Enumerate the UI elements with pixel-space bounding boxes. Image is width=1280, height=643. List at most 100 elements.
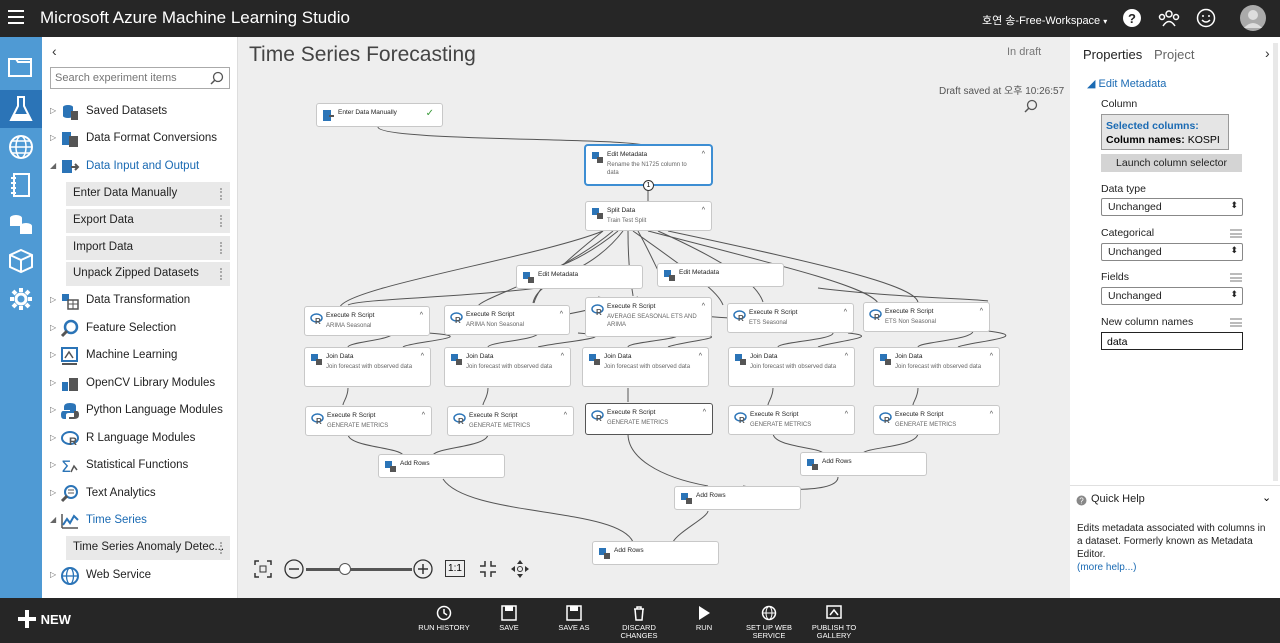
settings-gear-icon[interactable] [0, 280, 42, 318]
parameter-range-icon[interactable] [1230, 273, 1242, 282]
palette-item-time-series[interactable]: ◢ Time Series [42, 508, 237, 534]
palette-subitem-import-data[interactable]: Import Data [66, 236, 230, 260]
palette-item-r-language[interactable]: ▷ R R Language Modules [42, 426, 237, 452]
module-generate-metrics-4[interactable]: R Execute R Script GENERATE METRICS ^ [728, 405, 855, 435]
fields-select[interactable]: Unchanged⬍ [1101, 287, 1243, 305]
palette-subitem-export-data[interactable]: Export Data [66, 209, 230, 233]
drag-grip-icon[interactable] [220, 268, 224, 280]
publish-to-gallery-button[interactable]: PUBLISH TO GALLERY [799, 605, 869, 640]
palette-item-machine-learning[interactable]: ▷ Machine Learning [42, 343, 237, 369]
run-history-button[interactable]: RUN HISTORY [409, 605, 479, 632]
more-help-link[interactable]: (more help...) [1077, 562, 1137, 573]
module-generate-metrics-2[interactable]: R Execute R Script GENERATE METRICS ^ [447, 406, 574, 436]
chevron-down-icon[interactable]: ⌄ [1262, 492, 1272, 504]
collapse-caret-icon[interactable]: ^ [701, 151, 705, 158]
categorical-select[interactable]: Unchanged⬍ [1101, 243, 1243, 261]
module-generate-metrics-1[interactable]: R Execute R Script GENERATE METRICS ^ [305, 406, 432, 436]
module-join-data-3[interactable]: Join Data Join forecast with observed da… [582, 347, 709, 387]
collapse-palette-icon[interactable]: ‹ [52, 43, 57, 59]
drag-grip-icon[interactable] [220, 242, 224, 254]
palette-subitem-unpack-zipped[interactable]: Unpack Zipped Datasets [66, 262, 230, 286]
new-button[interactable]: NEW [17, 609, 71, 629]
experiment-canvas[interactable]: Time Series Forecasting In draft Draft s… [238, 37, 1070, 598]
search-experiment-items-input[interactable] [50, 67, 230, 89]
notebooks-icon[interactable] [0, 166, 42, 204]
zoom-out-icon[interactable] [284, 559, 304, 584]
collapse-caret-icon[interactable]: ^ [989, 353, 993, 360]
workspace-selector[interactable]: 호연 송-Free-Workspace ▾ [982, 15, 1108, 27]
feedback-smiley-icon[interactable] [1196, 8, 1216, 28]
collapse-caret-icon[interactable]: ^ [563, 412, 567, 419]
collapse-caret-icon[interactable]: ^ [844, 411, 848, 418]
tab-properties[interactable]: Properties [1083, 47, 1143, 62]
palette-item-data-transformation[interactable]: ▷ Data Transformation [42, 288, 237, 314]
section-edit-metadata[interactable]: ◢ Edit Metadata [1087, 78, 1167, 90]
zoom-in-icon[interactable] [413, 559, 433, 584]
collapse-caret-icon[interactable]: ^ [560, 353, 564, 360]
palette-subitem-time-series-anomaly[interactable]: Time Series Anomaly Detec... [66, 536, 230, 560]
module-join-data-5[interactable]: Join Data Join forecast with observed da… [873, 347, 1000, 387]
module-enter-data-manually[interactable]: Enter Data Manually ✓ [316, 103, 443, 127]
parameter-range-icon[interactable] [1230, 229, 1242, 238]
module-add-rows-2[interactable]: Add Rows [800, 452, 927, 476]
module-r-arima-seasonal[interactable]: R Execute R Script ARIMA Seasonal ^ [304, 306, 430, 336]
palette-item-data-format-conversions[interactable]: ▷ Data Format Conversions [42, 126, 237, 152]
menu-icon[interactable] [8, 10, 24, 24]
drag-grip-icon[interactable] [220, 215, 224, 227]
collapse-caret-icon[interactable]: ^ [989, 411, 993, 418]
collapse-caret-icon[interactable]: ^ [419, 312, 423, 319]
drag-grip-icon[interactable] [220, 188, 224, 200]
collapse-panel-icon[interactable]: › [1265, 45, 1270, 61]
palette-item-text-analytics[interactable]: ▷ Text Analytics [42, 481, 237, 507]
help-icon[interactable]: ? [1122, 8, 1142, 28]
full-screen-icon[interactable] [479, 560, 497, 583]
module-r-ets-seasonal[interactable]: R Execute R Script ETS Seasonal ^ [727, 303, 854, 333]
palette-item-python[interactable]: ▷ Python Language Modules [42, 398, 237, 424]
experiments-flask-icon[interactable] [0, 90, 42, 128]
module-join-data-1[interactable]: Join Data Join forecast with observed da… [304, 347, 431, 387]
collapse-caret-icon[interactable]: ^ [843, 309, 847, 316]
projects-icon[interactable] [0, 48, 42, 86]
properties-scrollbar[interactable] [1273, 43, 1278, 481]
collapse-caret-icon[interactable]: ^ [702, 409, 706, 416]
module-edit-metadata-rename[interactable]: Edit Metadata Rename the N1725 column to… [585, 145, 712, 185]
palette-subitem-enter-data-manually[interactable]: Enter Data Manually [66, 182, 230, 206]
save-as-button[interactable]: SAVE AS [539, 605, 609, 632]
set-up-web-service-button[interactable]: SET UP WEB SERVICE [734, 605, 804, 640]
discard-changes-button[interactable]: DISCARD CHANGES [604, 605, 674, 640]
palette-item-opencv[interactable]: ▷ OpenCV Library Modules [42, 371, 237, 397]
module-add-rows-4[interactable]: Add Rows [592, 541, 719, 565]
palette-item-saved-datasets[interactable]: ▷ Saved Datasets [42, 99, 237, 125]
module-r-average-ets-arima[interactable]: R Execute R Script AVERAGE SEASONAL ETS … [585, 297, 712, 337]
new-column-names-input[interactable]: data [1101, 332, 1243, 350]
collapse-caret-icon[interactable]: ^ [420, 353, 424, 360]
collapse-caret-icon[interactable]: ^ [979, 308, 983, 315]
launch-column-selector-button[interactable]: Launch column selector [1101, 154, 1242, 172]
module-add-rows-3[interactable]: Add Rows [674, 486, 801, 510]
collapse-caret-icon[interactable]: ^ [698, 353, 702, 360]
data-type-select[interactable]: Unchanged⬍ [1101, 198, 1243, 216]
drag-grip-icon[interactable] [220, 542, 224, 554]
zoom-slider-track[interactable] [306, 568, 412, 571]
run-button[interactable]: RUN [669, 605, 739, 632]
module-generate-metrics-3[interactable]: R Execute R Script GENERATE METRICS ^ [585, 403, 713, 435]
collapse-caret-icon[interactable]: ^ [701, 303, 705, 310]
parameter-range-icon[interactable] [1230, 318, 1242, 327]
palette-item-web-service[interactable]: ▷ Web Service [42, 563, 237, 589]
web-services-globe-icon[interactable] [0, 128, 42, 166]
module-edit-metadata-3[interactable]: Edit Metadata [657, 263, 784, 287]
collapse-caret-icon[interactable]: ^ [421, 412, 425, 419]
module-join-data-2[interactable]: Join Data Join forecast with observed da… [444, 347, 571, 387]
search-icon[interactable] [210, 71, 224, 90]
module-r-ets-non-seasonal[interactable]: R Execute R Script ETS Non Seasonal ^ [863, 302, 990, 332]
module-join-data-4[interactable]: Join Data Join forecast with observed da… [728, 347, 855, 387]
module-add-rows-1[interactable]: Add Rows [378, 454, 505, 478]
tab-project[interactable]: Project [1154, 47, 1195, 62]
canvas-search-icon[interactable] [1024, 99, 1038, 118]
community-icon[interactable] [1158, 8, 1180, 28]
datasets-icon[interactable] [0, 204, 42, 242]
fit-to-screen-icon[interactable] [254, 560, 272, 583]
avatar[interactable] [1240, 5, 1266, 31]
module-edit-metadata-2[interactable]: Edit Metadata [516, 265, 643, 289]
palette-item-statistical-functions[interactable]: ▷ Σ Statistical Functions [50, 457, 189, 476]
